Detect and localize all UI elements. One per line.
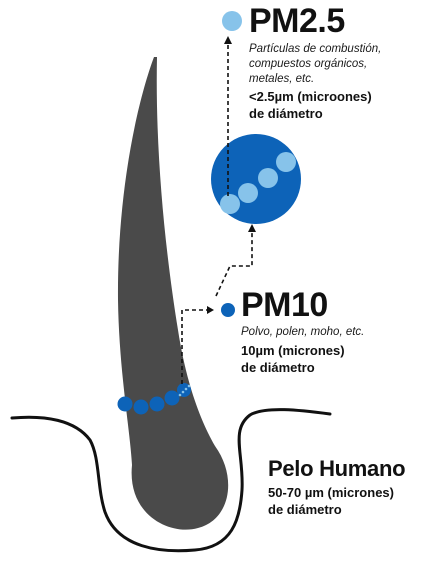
pm10-size: 10µm (micrones) de diámetro [241,342,425,376]
pm10-title: PM10 [241,288,425,322]
pm25-magnify-arrowhead [248,224,256,232]
pm25-description-line: compuestos orgánicos, [249,57,425,72]
pm25-bullet [222,11,242,31]
pm25-description: Partículas de combustión, compuestos org… [249,42,425,87]
pm10-bullet [221,303,235,317]
pm10-particle [118,397,133,412]
pm10-description-line: Polvo, polen, moho, etc. [241,325,425,340]
pm10-particle [165,391,180,406]
pm25-connector-arrowhead [224,36,232,44]
pm10-particle [134,400,149,415]
pm25-particle [276,152,296,172]
pm25-particle [238,183,258,203]
hair-size-line: de diámetro [268,501,425,518]
pm25-description-line: metales, etc. [249,72,425,87]
human-hair [118,57,228,530]
pm25-size-line: de diámetro [249,105,425,122]
hair-size: 50-70 µm (micrones) de diámetro [268,484,425,518]
pm25-description-line: Partículas de combustión, [249,42,425,57]
pm25-title: PM2.5 [249,4,425,38]
pm25-size-line: <2.5µm (microones) [249,88,425,105]
pm10-description: Polvo, polen, moho, etc. [241,325,425,340]
hair-title: Pelo Humano [268,458,425,480]
pm25-size: <2.5µm (microones) de diámetro [249,88,425,122]
pm10-size-line: 10µm (micrones) [241,342,425,359]
hair-size-line: 50-70 µm (micrones) [268,484,425,501]
pm10-label-block: PM10 Polvo, polen, moho, etc. 10µm (micr… [241,288,425,376]
pm10-connector-arrowhead [207,306,214,314]
pm25-label-block: PM2.5 Partículas de combustión, compuest… [249,4,425,122]
pm10-size-line: de diámetro [241,359,425,376]
pm10-particle [150,397,165,412]
hair-label-block: Pelo Humano 50-70 µm (micrones) de diáme… [268,458,425,518]
pm25-particle [258,168,278,188]
pm25-particle [220,194,240,214]
